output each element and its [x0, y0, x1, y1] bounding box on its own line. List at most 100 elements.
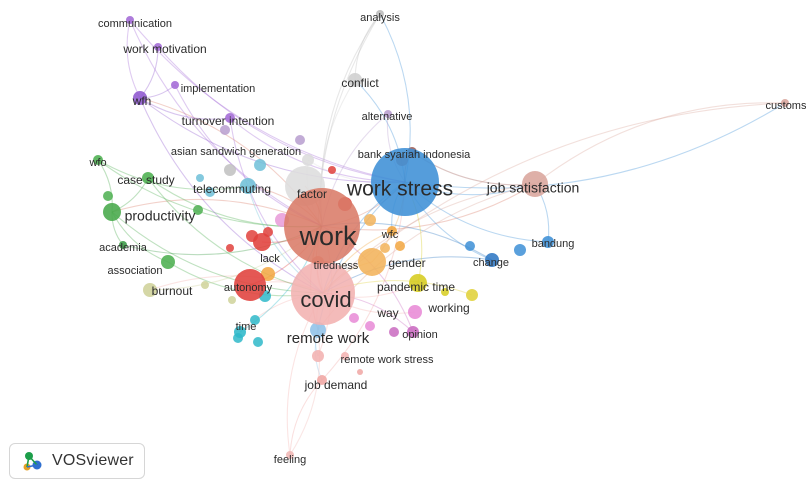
label-customs: customs — [766, 100, 806, 112]
node-job-demand[interactable] — [317, 375, 327, 385]
label-change: change — [473, 257, 509, 269]
network-minor-node — [364, 214, 376, 226]
node-asian-sandwich-generation[interactable] — [302, 154, 314, 166]
label-asian-sandwich-generation: asian sandwich generation — [171, 146, 301, 158]
label-wfc: wfc — [381, 229, 399, 241]
node-work-stress[interactable] — [371, 148, 439, 216]
label-conflict: conflict — [341, 76, 379, 90]
label-job-demand: job demand — [304, 378, 368, 392]
label-academia: academia — [99, 242, 148, 254]
network-link — [404, 102, 786, 189]
network-link — [157, 46, 406, 183]
node-opinion[interactable] — [407, 326, 419, 338]
label-remote-work-stress: remote work stress — [341, 354, 434, 366]
network-minor-node — [261, 267, 275, 281]
label-tiredness: tiredness — [314, 260, 359, 272]
node-productivity[interactable] — [103, 203, 121, 221]
node-work-motivation[interactable] — [154, 43, 162, 51]
node-bandung[interactable] — [542, 236, 554, 248]
node-change[interactable] — [485, 253, 499, 267]
label-working: working — [427, 301, 469, 315]
label-implementation: implementation — [181, 83, 256, 95]
network-minor-node — [465, 241, 475, 251]
node-turnover-intention[interactable] — [225, 113, 235, 123]
label-work: work — [298, 221, 357, 251]
label-factor: factor — [297, 187, 327, 201]
node-autonomy[interactable] — [234, 269, 266, 301]
network-link — [129, 19, 323, 227]
node-customs[interactable] — [781, 99, 789, 107]
network-minor-node — [201, 281, 209, 289]
label-pandemic-time: pandemic time — [377, 280, 455, 294]
label-work-stress: work stress — [346, 178, 453, 201]
network-link — [139, 97, 324, 294]
label-way: way — [376, 306, 398, 320]
label-case-study: case study — [117, 173, 174, 187]
node-academia[interactable] — [119, 241, 127, 249]
network-minor-node — [226, 244, 234, 252]
node-wfh[interactable] — [133, 91, 147, 105]
node-time[interactable] — [234, 326, 246, 338]
node-lack[interactable] — [253, 233, 271, 251]
node-association[interactable] — [161, 255, 175, 269]
node-telecommuting[interactable] — [240, 178, 256, 194]
label-gender: gender — [388, 256, 425, 270]
label-analysis: analysis — [360, 12, 400, 24]
node-pandemic-time[interactable] — [409, 274, 427, 292]
network-minor-node — [253, 337, 263, 347]
label-time: time — [236, 321, 257, 333]
node-wfo[interactable] — [93, 155, 103, 165]
node-remote-work[interactable] — [310, 322, 326, 338]
network-minor-node — [205, 187, 215, 197]
node-way[interactable] — [408, 305, 422, 319]
node-working[interactable] — [466, 289, 478, 301]
label-autonomy: autonomy — [224, 282, 273, 294]
label-opinion: opinion — [402, 329, 437, 341]
network-link — [322, 102, 786, 294]
network-link — [126, 19, 141, 99]
network-minor-node — [103, 191, 113, 201]
network-link — [129, 19, 406, 183]
network-minor-node — [357, 369, 363, 375]
label-lack: lack — [260, 253, 280, 265]
label-remote-work: remote work — [287, 330, 370, 347]
node-alternative[interactable] — [384, 110, 392, 118]
node-burnout[interactable] — [143, 283, 157, 297]
network-minor-node — [224, 164, 236, 176]
network-minor-node — [193, 205, 203, 215]
network-link — [139, 97, 231, 120]
node-case-study[interactable] — [142, 172, 154, 184]
network-link — [534, 102, 786, 185]
node-job-satisfaction[interactable] — [522, 171, 548, 197]
node-gender[interactable] — [358, 248, 386, 276]
node-communication[interactable] — [126, 16, 134, 24]
network-minor-node — [349, 313, 359, 323]
network-link — [289, 379, 323, 456]
node-wfc[interactable] — [387, 226, 397, 236]
network-minor-node — [365, 321, 375, 331]
label-turnover-intention: turnover intention — [182, 114, 275, 128]
node-remote-work-stress[interactable] — [312, 350, 324, 362]
label-alternative: alternative — [362, 111, 413, 123]
label-work-motivation: work motivation — [122, 42, 206, 56]
network-minor-node — [228, 296, 236, 304]
network-minor-node — [341, 352, 349, 360]
node-covid[interactable] — [291, 261, 355, 325]
network-nodes — [93, 10, 789, 459]
node-implementation[interactable] — [171, 81, 179, 89]
network-minor-node — [250, 315, 260, 325]
vosviewer-logo-text: VOSviewer — [52, 452, 134, 469]
node-feeling[interactable] — [286, 451, 294, 459]
network-link — [97, 159, 249, 191]
network-minor-node — [441, 288, 449, 296]
label-burnout: burnout — [152, 284, 193, 298]
node-conflict[interactable] — [348, 73, 362, 87]
node-work[interactable] — [284, 188, 360, 264]
label-association: association — [107, 265, 162, 277]
node-analysis[interactable] — [376, 10, 384, 18]
vosviewer-logo: VOSviewer — [9, 443, 145, 479]
network-minor-node — [328, 166, 336, 174]
network-minor-node — [514, 244, 526, 256]
